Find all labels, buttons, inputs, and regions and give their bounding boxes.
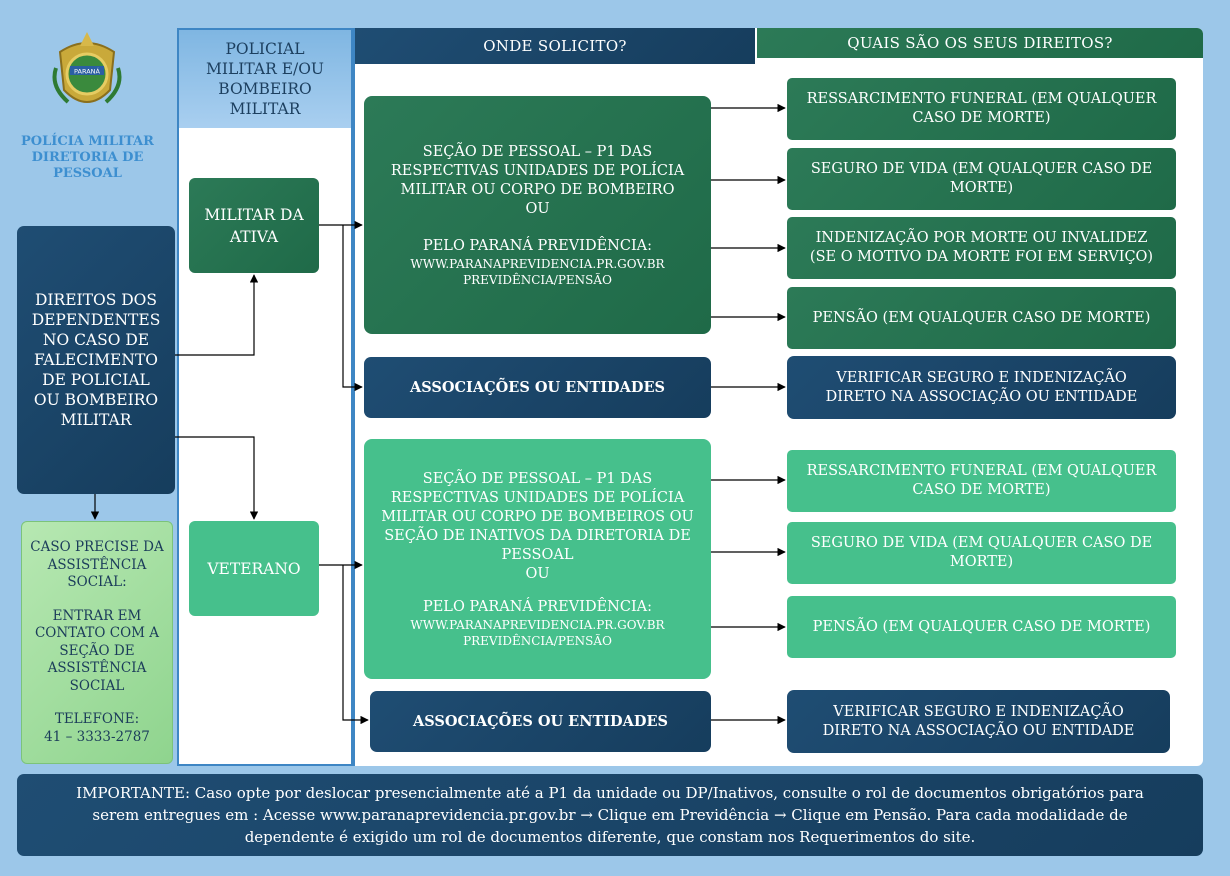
- social-l7: ASSISTÊNCIA: [47, 660, 147, 676]
- badge-text: PARANÁ: [74, 67, 101, 76]
- dependents-rights-box: DIREITOS DOS DEPENDENTES NO CASO DE FALE…: [17, 226, 175, 494]
- right-vet-seguro-l1: SEGURO DE VIDA (EM QUALQUER CASO DE: [810, 535, 1153, 551]
- col1-header-bg: [179, 30, 351, 128]
- left-box-l5: DE POLICIAL: [42, 371, 150, 389]
- where-vet-l9: PREVIDÊNCIA/PENSÃO: [463, 633, 612, 648]
- ativa-l2: ATIVA: [229, 227, 279, 246]
- arrow-vet-to-assoc: [342, 565, 369, 725]
- right-ativa-funeral-l1: RESSARCIMENTO FUNERAL (EM QUALQUER: [806, 91, 1157, 107]
- right-vet-funeral: RESSARCIMENTO FUNERAL (EM QUALQUER CASO …: [787, 450, 1176, 512]
- arrow-ativa-to-assoc: [342, 225, 363, 392]
- col1-panel: [177, 28, 353, 766]
- where-vet-l6: OU: [525, 565, 550, 582]
- where-vet-l1: SEÇÃO DE PESSOAL – P1 DAS: [422, 470, 653, 487]
- social-phone-label: TELEFONE:: [54, 711, 140, 727]
- where-ativa-box: SEÇÃO DE PESSOAL – P1 DAS RESPECTIVAS UN…: [364, 96, 711, 334]
- where-ativa-l3: MILITAR OU CORPO DE BOMBEIRO: [400, 181, 675, 198]
- right-ativa-pensao: PENSÃO (EM QUALQUER CASO DE MORTE): [787, 287, 1176, 349]
- verify-vet-l1: VERIFICAR SEGURO E INDENIZAÇÃO: [833, 703, 1124, 720]
- header-quais-direitos: QUAIS SÃO OS SEUS DIREITOS?: [757, 28, 1203, 58]
- header-policial-l3: BOMBEIRO: [218, 80, 312, 98]
- arrow-left-to-ativa: [175, 274, 259, 356]
- militar-ativa-box: MILITAR DA ATIVA: [189, 178, 319, 273]
- where-vet-l5: PESSOAL: [501, 546, 574, 563]
- where-veterano-box: SEÇÃO DE PESSOAL – P1 DAS RESPECTIVAS UN…: [364, 439, 711, 679]
- right-ativa-indenizacao: INDENIZAÇÃO POR MORTE OU INVALIDEZ (SE O…: [787, 217, 1176, 279]
- ativa-l1: MILITAR DA: [204, 205, 304, 224]
- social-l3: SOCIAL:: [67, 574, 127, 590]
- where-vet-l4: SEÇÃO DE INATIVOS DA DIRETORIA DE: [384, 527, 691, 544]
- right-ativa-seguro: SEGURO DE VIDA (EM QUALQUER CASO DE MORT…: [787, 148, 1176, 210]
- right-ativa-funeral-l2: CASO DE MORTE): [912, 110, 1051, 126]
- social-l6: SEÇÃO DE: [59, 642, 135, 659]
- left-box-l3: NO CASO DE: [42, 331, 150, 349]
- where-vet-l3: MILITAR OU CORPO DE BOMBEIROS OU: [381, 508, 694, 525]
- left-box-l6: OU BOMBEIRO: [33, 391, 159, 409]
- right-vet-pensao: PENSÃO (EM QUALQUER CASO DE MORTE): [787, 596, 1176, 658]
- social-l5: CONTATO COM A: [34, 625, 160, 641]
- left-box-l4: FALECIMENTO: [34, 351, 158, 369]
- right-ativa-seguro-l1: SEGURO DE VIDA (EM QUALQUER CASO DE: [810, 161, 1153, 177]
- important-l2: serem entregues em : Acesse www.paranapr…: [92, 806, 1128, 824]
- where-ativa-l4: OU: [525, 200, 550, 217]
- where-ativa-url: WWW.PARANAPREVIDENCIA.PR.GOV.BR: [410, 256, 665, 271]
- where-vet-l2: RESPECTIVAS UNIDADES DE POLÍCIA: [390, 489, 685, 506]
- header-policial-l2: MILITAR E/OU: [206, 60, 324, 78]
- assoc-veterano-box: ASSOCIAÇÕES OU ENTIDADES: [370, 691, 711, 752]
- header-policial: POLICIAL MILITAR E/OU BOMBEIRO MILITAR: [179, 32, 351, 126]
- where-ativa-l7: PREVIDÊNCIA/PENSÃO: [463, 272, 612, 287]
- important-l1: IMPORTANTE: Caso opte por deslocar prese…: [76, 784, 1144, 802]
- important-note: IMPORTANTE: Caso opte por deslocar prese…: [17, 774, 1203, 856]
- veterano-box: VETERANO: [189, 521, 319, 616]
- header-policial-l4: MILITAR: [229, 100, 301, 118]
- left-box-l1: DIREITOS DOS: [34, 291, 157, 309]
- left-box-l7: MILITAR: [60, 411, 132, 429]
- right-ativa-indenizacao-l1: INDENIZAÇÃO POR MORTE OU INVALIDEZ: [815, 230, 1148, 246]
- right-vet-funeral-l1: RESSARCIMENTO FUNERAL (EM QUALQUER: [806, 463, 1157, 479]
- important-l3: dependente é exigido um rol de documento…: [244, 828, 976, 846]
- where-ativa-l2: RESPECTIVAS UNIDADES DE POLÍCIA: [390, 162, 685, 179]
- social-l1: CASO PRECISE DA: [30, 539, 164, 555]
- where-ativa-l5: PELO PARANÁ PREVIDÊNCIA:: [422, 237, 653, 254]
- right-vet-seguro: SEGURO DE VIDA (EM QUALQUER CASO DE MORT…: [787, 522, 1176, 584]
- left-box-l2: DEPENDENTES: [31, 311, 161, 329]
- right-ativa-indenizacao-l2: (SE O MOTIVO DA MORTE FOI EM SERVIÇO): [809, 249, 1154, 265]
- assoc-ativa-box: ASSOCIAÇÕES OU ENTIDADES: [364, 357, 711, 418]
- social-l4: ENTRAR EM: [52, 607, 142, 624]
- org-line2: DIRETORIA DE: [31, 150, 144, 165]
- social-l2: ASSISTÊNCIA: [47, 556, 147, 573]
- right-vet-funeral-l2: CASO DE MORTE): [912, 482, 1051, 498]
- verify-ativa-l2: DIRETO NA ASSOCIAÇÃO OU ENTIDADE: [825, 388, 1138, 405]
- org-line1: POLÍCIA MILITAR: [21, 134, 154, 149]
- where-ativa-l1: SEÇÃO DE PESSOAL – P1 DAS: [422, 143, 653, 160]
- right-vet-seguro-l2: MORTE): [949, 554, 1014, 570]
- where-vet-l7: PELO PARANÁ PREVIDÊNCIA:: [422, 598, 653, 615]
- header-onde-solicito: ONDE SOLICITO?: [355, 28, 755, 64]
- header-policial-l1: POLICIAL: [225, 40, 305, 58]
- social-phone-number: 41 – 3333-2787: [44, 728, 150, 745]
- verify-vet-l2: DIRETO NA ASSOCIAÇÃO OU ENTIDADE: [822, 722, 1135, 739]
- social-l8: SOCIAL: [69, 677, 125, 694]
- verify-ativa-l1: VERIFICAR SEGURO E INDENIZAÇÃO: [836, 369, 1127, 386]
- where-vet-url: WWW.PARANAPREVIDENCIA.PR.GOV.BR: [410, 617, 665, 632]
- arrow-left-to-veterano: [175, 436, 259, 520]
- right-ativa-seguro-l2: MORTE): [949, 180, 1014, 196]
- org-name: POLÍCIA MILITAR DIRETORIA DE PESSOAL: [10, 132, 165, 184]
- verify-ativa-box: VERIFICAR SEGURO E INDENIZAÇÃO DIRETO NA…: [787, 356, 1176, 419]
- police-badge-logo: PARANÁ: [50, 28, 124, 118]
- org-line3: PESSOAL: [53, 166, 122, 181]
- right-ativa-funeral: RESSARCIMENTO FUNERAL (EM QUALQUER CASO …: [787, 78, 1176, 140]
- verify-veterano-box: VERIFICAR SEGURO E INDENIZAÇÃO DIRETO NA…: [787, 690, 1170, 753]
- social-assistance-box: CASO PRECISE DA ASSISTÊNCIA SOCIAL: ENTR…: [21, 521, 173, 764]
